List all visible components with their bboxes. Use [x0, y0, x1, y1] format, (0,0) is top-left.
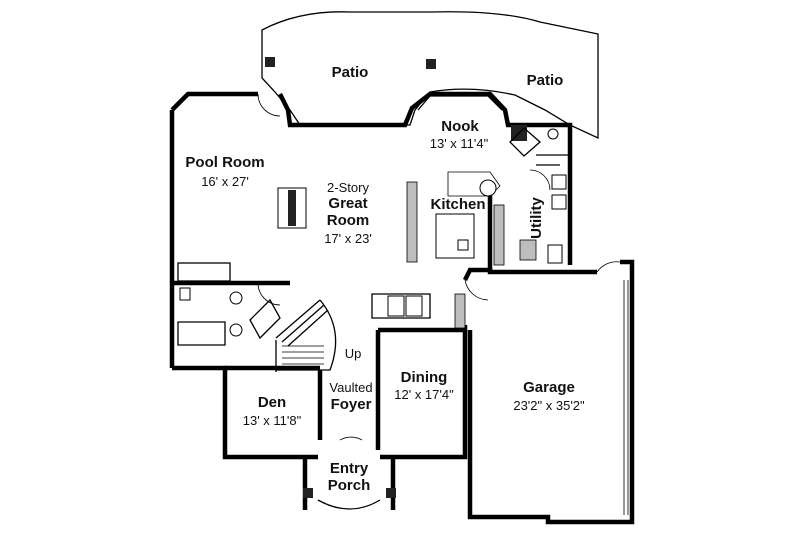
- den-name: Den: [258, 394, 286, 411]
- dining-cabinet: [371, 293, 466, 329]
- utility-fixtures: [509, 125, 570, 264]
- patio-column-left: [265, 57, 275, 67]
- patio-column-right: [426, 59, 436, 69]
- den-dims: 13' x 11'8": [243, 413, 302, 428]
- stairs-up-label: Up: [345, 346, 362, 361]
- porch-line2: Porch: [328, 477, 371, 494]
- utility-label: Utility: [528, 197, 545, 239]
- great-room-line2: Great: [328, 195, 367, 212]
- dining-dims: 12' x 17'4": [394, 387, 454, 402]
- powder-bath: [177, 262, 243, 346]
- nook-dims: 13' x 11'4": [430, 136, 489, 151]
- dining-name: Dining: [401, 369, 448, 386]
- patio-left-label: Patio: [332, 64, 369, 81]
- foyer-line2: Foyer: [331, 396, 372, 413]
- garage-name: Garage: [523, 379, 575, 396]
- patio-right-label: Patio: [527, 72, 564, 89]
- exterior-walls: [169, 91, 635, 525]
- kitchen-fixtures: [406, 171, 537, 266]
- garage-dims: 23'2" x 35'2": [513, 398, 585, 413]
- door-swings: [257, 93, 621, 441]
- great-room-line3: Room: [327, 212, 370, 229]
- pool-room-dims: 16' x 27': [201, 174, 249, 189]
- nook-name: Nook: [441, 118, 479, 135]
- kitchen-label: Kitchen: [430, 196, 485, 213]
- nook-bay-window: [417, 95, 503, 111]
- patio-outline: [261, 11, 599, 140]
- foyer-line1: Vaulted: [329, 380, 372, 395]
- garage-doors: [623, 280, 629, 515]
- porch-line1: Entry: [330, 460, 369, 477]
- porch-columns: [303, 488, 396, 510]
- pool-room-name: Pool Room: [185, 154, 264, 171]
- fireplace: [277, 187, 307, 229]
- great-room-line1: 2-Story: [327, 180, 369, 195]
- staircase: [249, 298, 337, 372]
- great-room-dims: 17' x 23': [324, 231, 372, 246]
